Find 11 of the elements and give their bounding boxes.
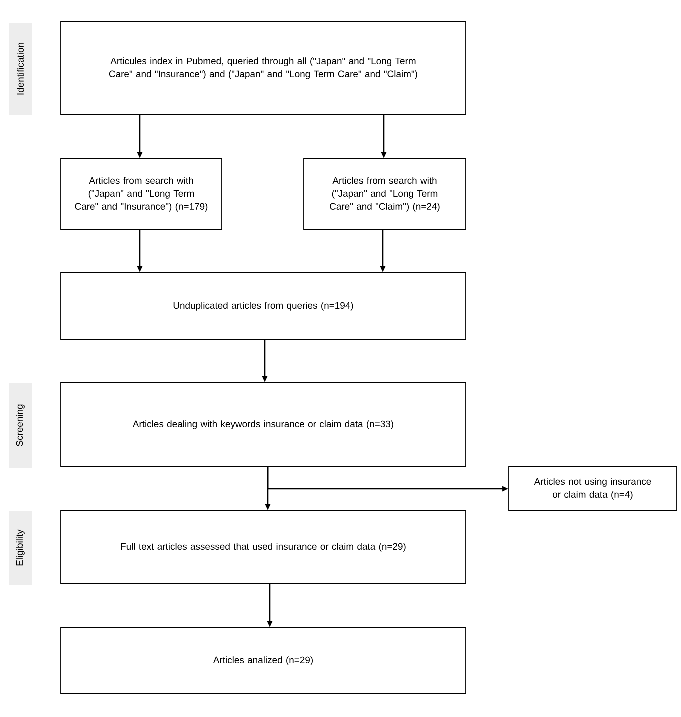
process-box: Articles analized (n=29): [60, 628, 466, 694]
stage-label: Screening: [9, 383, 32, 468]
process-box: Articles from search with ("Japan" and "Long Term Care" and "Insurance") (n=179): [60, 158, 222, 230]
stage-label: Identification: [9, 23, 32, 115]
process-box: Unduplicated articles from queries (n=194): [60, 272, 466, 340]
process-box: Articles from search with ("Japan" and "Long Term Care" and "Claim") (n=24): [304, 158, 466, 230]
process-box: Articules index in Pubmed, queried through all ("Japan" and "Long Term Care" and "Insurance") and ("Japan" and "Long Term Care" and "Claim"): [60, 22, 466, 116]
process-box: Articles not using insurance or claim data (n=4): [508, 466, 678, 512]
stage-label: Eligibility: [9, 511, 32, 585]
process-box: Full text articles assessed that used insurance or claim data (n=29): [60, 510, 466, 584]
process-box: Articles dealing with keywords insurance or claim data (n=33): [60, 382, 466, 468]
